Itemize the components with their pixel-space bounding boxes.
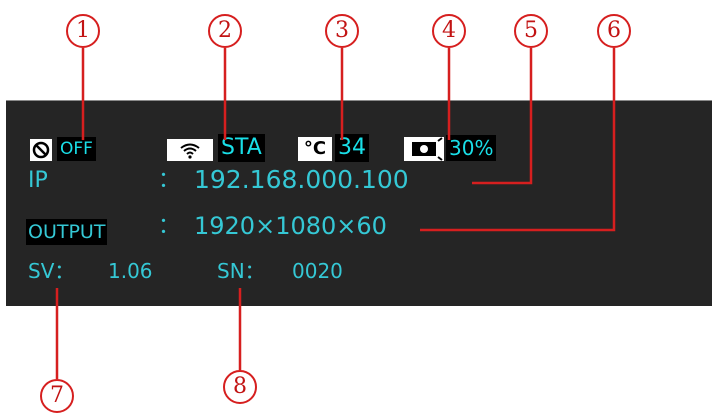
fan-icon [30, 139, 52, 161]
device-screen-panel: OFF STA °C 34 30% IP ： 192.168.000.100 O… [6, 100, 712, 306]
callout-5: 5 [514, 14, 548, 48]
callout-6: 6 [597, 14, 631, 48]
software-version-label: SV： [28, 259, 75, 283]
wifi-mode: STA [218, 134, 265, 162]
temperature-unit: °C [303, 138, 327, 159]
temperature-icon: °C [298, 137, 332, 161]
ip-label: IP [28, 168, 48, 193]
temperature-value: 34 [335, 134, 369, 162]
output-separator: ： [158, 214, 181, 239]
serial-number-label: SN： [217, 259, 265, 283]
fan-state: OFF [57, 137, 96, 161]
callout-8: 8 [223, 370, 257, 404]
software-version-value: 1.06 [108, 259, 153, 283]
wifi-icon [167, 139, 213, 161]
output-label: OUTPUT [26, 219, 108, 245]
ip-separator: ： [158, 168, 181, 193]
callout-3: 3 [325, 14, 359, 48]
brightness-icon [404, 137, 444, 161]
ip-address: 192.168.000.100 [194, 165, 409, 194]
callout-2: 2 [208, 14, 242, 48]
callout-7: 7 [40, 379, 74, 413]
brightness-value: 30% [446, 135, 497, 161]
callout-1: 1 [66, 14, 100, 48]
output-resolution: 1920×1080×60 [194, 212, 387, 240]
serial-number-value: 0020 [292, 259, 343, 283]
callout-4: 4 [432, 14, 466, 48]
